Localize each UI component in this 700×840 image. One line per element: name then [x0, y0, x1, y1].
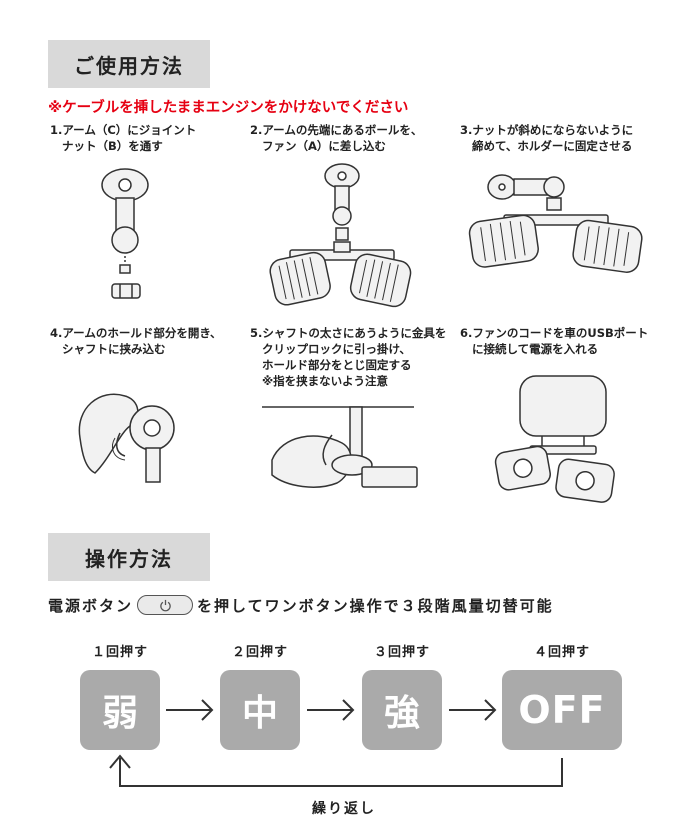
- step-2-text: 2.アームの先端にあるボールを、ファン（A）に差し込む: [250, 123, 423, 153]
- section-title-operation: 操作方法: [48, 533, 210, 581]
- mode-strong: 強: [362, 670, 442, 750]
- arrow-right-icon: [449, 699, 497, 721]
- operation-description: 電源ボタン を押してワンボタン操作で３段階風量切替可能: [48, 594, 554, 616]
- press-label-2: ２回押す: [231, 645, 288, 660]
- mode-medium: 中: [220, 670, 300, 750]
- step-3-text: 3.ナットが斜めにならないように締めて、ホルダーに固定させる: [460, 123, 634, 153]
- press-label-3: ３回押す: [373, 645, 430, 660]
- press-label-1: １回押す: [91, 645, 148, 660]
- repeat-label: 繰り返し: [312, 801, 376, 817]
- power-icon: [159, 599, 171, 611]
- power-button[interactable]: [137, 595, 194, 615]
- step-1-illustration: [90, 160, 170, 305]
- warning-text: ※ケーブルを挿したままエンジンをかけないでください: [48, 100, 409, 116]
- step-5-text: 5.シャフトの太さにあうように金具をクリップロックに引っ掛け、ホールド部分をとじ…: [250, 326, 447, 388]
- step-5-illustration: [262, 395, 422, 500]
- operation-text-after: を押してワンボタン操作で３段階風量切替可能: [197, 596, 554, 615]
- step-2-illustration: [250, 158, 430, 323]
- step-6-text: 6.ファンのコードを車のUSBポートに接続して電源を入れる: [460, 326, 649, 356]
- step-6-illustration: [490, 370, 630, 505]
- operation-text-before: 電源ボタン: [48, 596, 134, 615]
- mode-off: OFF: [502, 670, 622, 750]
- step-4-text: 4.アームのホールド部分を開き、シャフトに挟み込む: [50, 326, 222, 356]
- step-1-text: 1.アーム（C）にジョイントナット（B）を通す: [50, 123, 197, 153]
- mode-weak: 弱: [80, 670, 160, 750]
- step-4-illustration: [70, 378, 200, 488]
- arrow-right-icon: [166, 699, 214, 721]
- step-3-illustration: [462, 165, 647, 285]
- section-title-usage: ご使用方法: [48, 40, 210, 88]
- press-label-4: ４回押す: [533, 645, 590, 660]
- arrow-right-icon: [307, 699, 355, 721]
